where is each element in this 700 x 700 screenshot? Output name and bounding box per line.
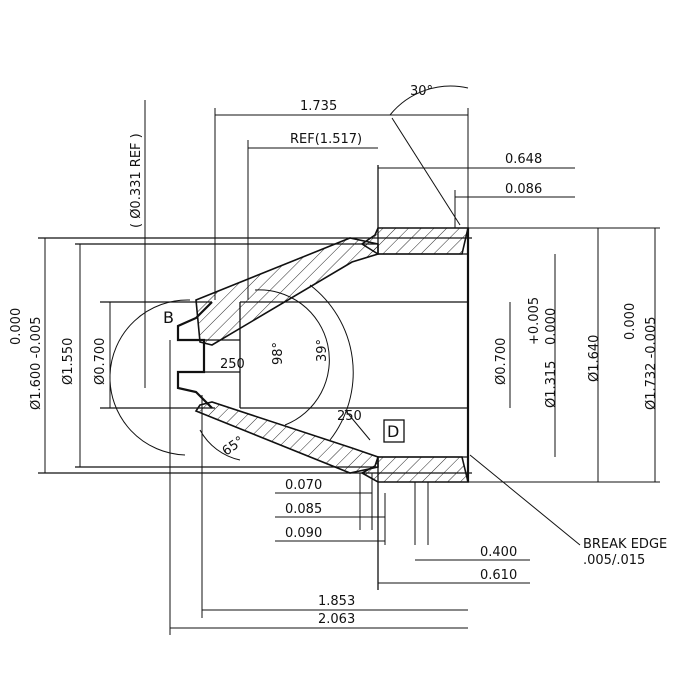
dim-0005-plus: +0.005 (527, 297, 542, 345)
dim-1732: Ø1.732 -0.005 (644, 317, 659, 411)
break-edge-line2: .005/.015 (583, 553, 645, 568)
dim-0331: ( Ø0.331 REF ) (129, 133, 144, 228)
dim-0400: 0.400 (480, 545, 517, 560)
angle-arcs (199, 284, 371, 461)
dim-98deg: 98° (271, 342, 286, 365)
section-lower (194, 401, 470, 483)
section-upper (195, 227, 470, 346)
dim-0700-right: Ø0.700 (494, 338, 509, 385)
break-edge-note: BREAK EDGE .005/.015 (583, 537, 667, 568)
bottom-dimensions (169, 340, 530, 635)
dim-1550: Ø1.550 (61, 338, 76, 385)
break-edge-leader (469, 454, 581, 546)
dim-65deg: 65° (220, 434, 247, 460)
dim-0085: 0.085 (285, 502, 322, 517)
dim-1600: Ø1.600 -0.005 (29, 317, 44, 411)
reference-labels: B D (163, 308, 399, 441)
right-dimensions (468, 227, 660, 483)
left-dimensions (44, 100, 146, 473)
dim-0070: 0.070 (285, 478, 322, 493)
dim-0000-right: 0.000 (623, 303, 638, 340)
dim-ref1517: REF(1.517) (290, 132, 362, 147)
label-b: B (163, 308, 174, 327)
dim-2063: 2.063 (318, 612, 355, 627)
dim-250b: 250 (337, 409, 362, 424)
dim-1640: Ø1.640 (587, 335, 602, 382)
label-d-box (383, 419, 405, 443)
dim-0610: 0.610 (480, 568, 517, 583)
label-d: D (387, 422, 399, 441)
dim-0700-left: Ø0.700 (93, 338, 108, 385)
dim-0090: 0.090 (285, 526, 322, 541)
dim-0000-left: 0.000 (9, 308, 24, 345)
dim-30deg: 30° (410, 84, 433, 99)
dim-250a: 250 (220, 357, 245, 372)
break-edge-line1: BREAK EDGE (583, 537, 667, 552)
dim-1735: 1.735 (300, 99, 337, 114)
dim-1315: Ø1.315 (544, 361, 559, 408)
dim-1853: 1.853 (318, 594, 355, 609)
dim-0086: 0.086 (505, 182, 542, 197)
dimension-texts: 1.735 30° REF(1.517) ( Ø0.331 REF ) 0.64… (9, 84, 659, 627)
dim-0648: 0.648 (505, 152, 542, 167)
dim-39deg: 39° (315, 339, 330, 362)
dim-0000-mid: 0.000 (544, 308, 559, 345)
top-dimensions (214, 85, 575, 300)
